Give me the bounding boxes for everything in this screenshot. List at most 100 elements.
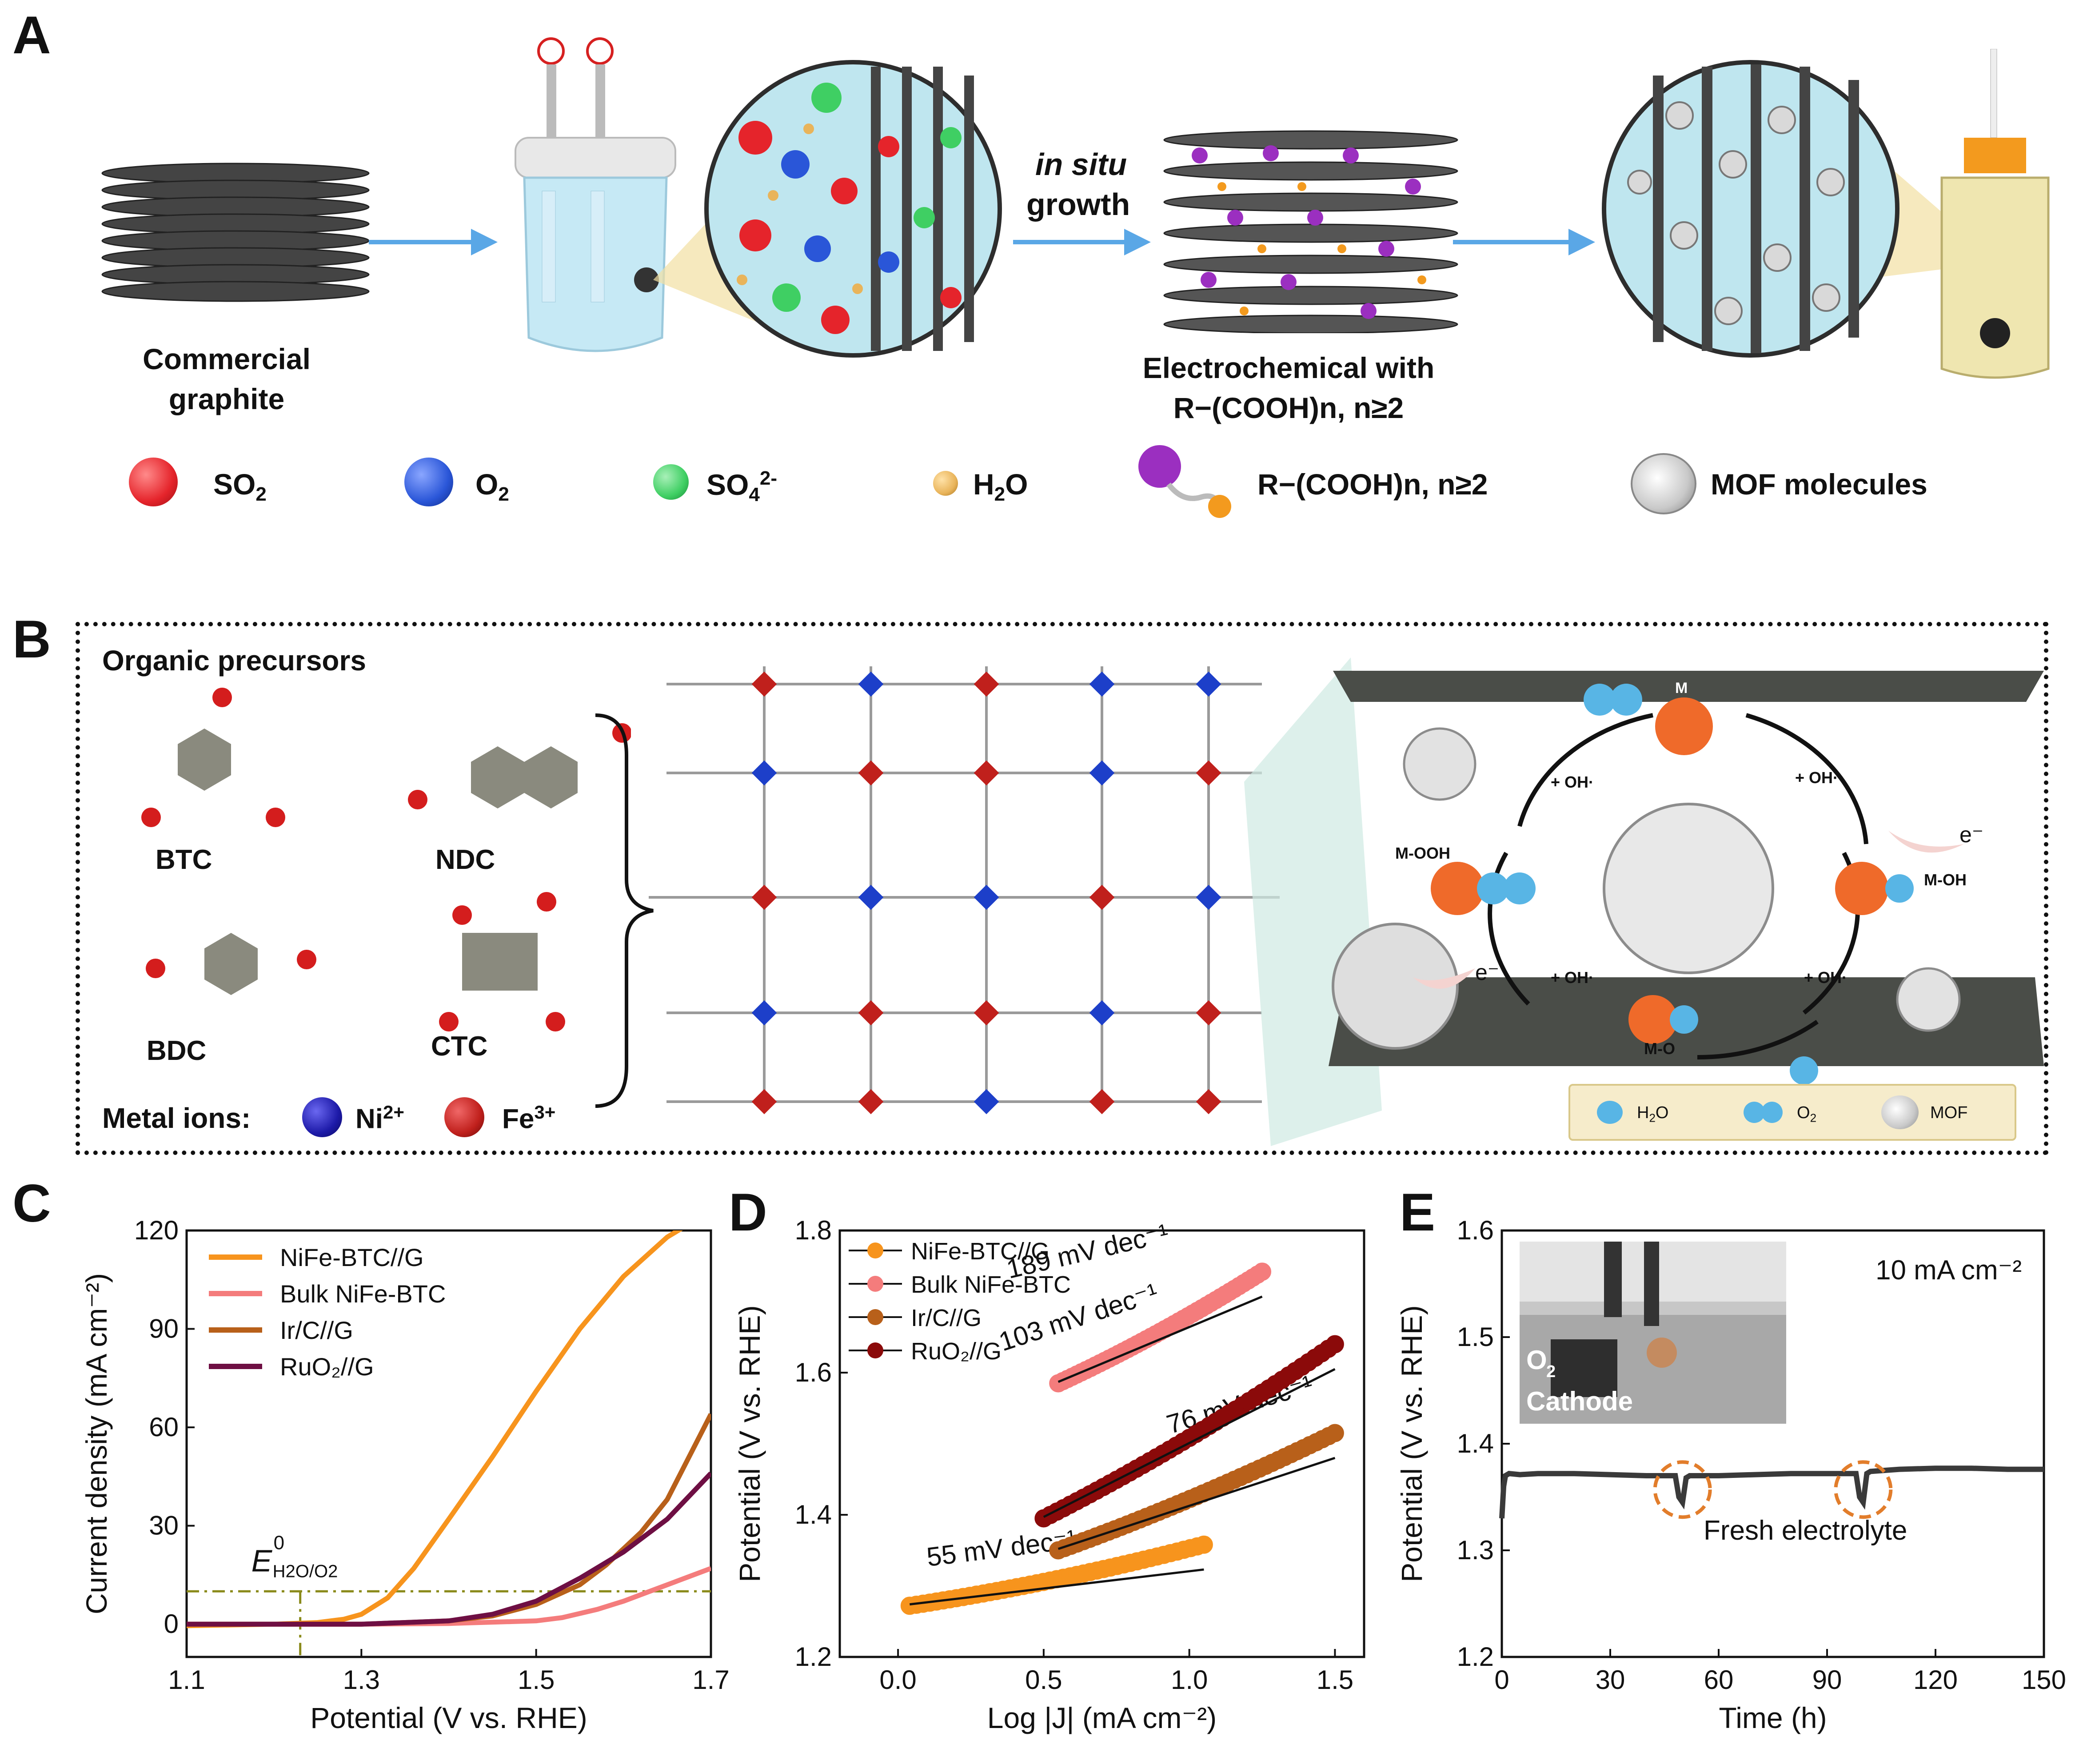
ni-charge: 2+ (383, 1102, 404, 1123)
data-point-2 (1325, 1424, 1344, 1442)
so2-sub: 2 (255, 483, 267, 506)
inset-cathode-label: Cathode (1526, 1386, 1633, 1416)
series-line-3 (187, 1471, 711, 1627)
ni-label: Ni (355, 1103, 383, 1135)
inset-o2-sub: 2 (1546, 1362, 1556, 1381)
orange-sphere-icon (933, 471, 958, 496)
plot-frame (185, 1229, 712, 1658)
fe-charge: 3+ (534, 1102, 556, 1123)
fresh-electrolyte-label: Fresh electrolyte (1704, 1515, 1907, 1546)
y-tick-label: 90 (149, 1314, 179, 1344)
stability-trace (1499, 1465, 2044, 1519)
cycle-oh-step-4: + OH· (1804, 968, 1848, 987)
x-axis-label: Time (h) (1719, 1701, 1827, 1734)
x-tick-label: 1.5 (1317, 1665, 1353, 1695)
ni-ion-icon (302, 1097, 342, 1137)
equilibrium-potential-label: E (251, 1543, 273, 1578)
legend-h2o-sub: 2 (1649, 1111, 1656, 1125)
x-tick-label: 1.5 (518, 1665, 555, 1695)
arrow-right-icon (369, 229, 498, 255)
inset-o2-label: O (1526, 1345, 1547, 1375)
panel-e-letter: E (1400, 1183, 1436, 1242)
legend-swatch-dot-0 (867, 1242, 883, 1258)
legend-label-2: Ir/C//G (280, 1316, 353, 1344)
y-tick-label: 1.5 (1457, 1322, 1494, 1352)
so4-label: SO (706, 468, 749, 501)
tafel-fit-line-3 (1043, 1368, 1336, 1518)
y-tick-label: 1.6 (1457, 1215, 1494, 1245)
legend-h2o-h: H (1637, 1103, 1649, 1122)
inset-cathode (1647, 1338, 1677, 1368)
x-tick-label: 0.0 (879, 1665, 916, 1695)
metal-ions-label: Metal ions: (102, 1102, 251, 1134)
precursor-ctc-label: CTC (431, 1031, 488, 1062)
fe-ion-icon (444, 1097, 484, 1137)
legend-o2-sub: 2 (1810, 1111, 1817, 1125)
cycle-label-m: M (1675, 680, 1688, 697)
y-tick-label: 1.6 (795, 1358, 832, 1387)
tafel-fit-line-2 (1057, 1457, 1336, 1550)
x-tick-label: 1.1 (168, 1665, 205, 1695)
current-density-label: 10 mA cm⁻² (1876, 1255, 2022, 1286)
data-point-3 (1325, 1335, 1344, 1354)
graphite-caption-line2: graphite (168, 382, 285, 415)
o2-label: O (475, 468, 499, 501)
precursor-btc-label: BTC (156, 844, 212, 875)
growth-label: growth (1026, 187, 1130, 222)
tafel-fit-line-1 (1057, 1295, 1263, 1383)
x-tick-label: 150 (2022, 1665, 2066, 1695)
intercalation-zoom-illustration (653, 60, 1002, 358)
legend-swatch-dot-2 (867, 1309, 883, 1325)
green-sphere-icon (653, 464, 689, 500)
plot-frame (838, 1229, 1365, 1658)
h2o-sub: 2 (994, 483, 1006, 506)
linker-label: R−(COOH)n, n≥2 (1257, 468, 1488, 501)
cycle-oh-step-3: + OH· (1551, 968, 1594, 987)
graphite-stack-illustration (101, 163, 370, 302)
fe-label: Fe (502, 1103, 535, 1135)
precursor-ndc-label: NDC (435, 844, 495, 875)
mof-cage-icon (1631, 453, 1696, 514)
legend-o2-o: O (1797, 1103, 1810, 1122)
cycle-oh-step-1: + OH· (1551, 773, 1594, 791)
data-point-1 (1253, 1262, 1272, 1281)
panel-a-letter: A (12, 5, 51, 65)
so4-sub: 4 (749, 484, 760, 506)
electrochemical-cell-illustration (515, 37, 676, 352)
electrochem-caption-line2: R−(COOH)n, n≥2 (1173, 391, 1404, 424)
h2o-molecule-icon (1597, 1101, 1623, 1124)
legend-label-3: RuO₂//G (911, 1338, 1002, 1365)
x-axis-label: Potential (V vs. RHE) (310, 1701, 587, 1734)
electron-label-right: e⁻ (1959, 822, 1984, 847)
so2-label: SO (213, 468, 256, 501)
legend-label-1: Bulk NiFe-BTC (911, 1271, 1071, 1298)
o2-sub: 2 (498, 483, 509, 506)
x-tick-label: 1.3 (343, 1665, 380, 1695)
mof-framework-structure-illustration (649, 666, 1280, 1115)
cycle-oh-step-2: + OH· (1795, 769, 1839, 787)
equilibrium-potential-sub: H2O/O2 (273, 1561, 338, 1581)
mof-icon (1881, 1095, 1919, 1129)
red-sphere-icon (129, 458, 178, 506)
x-tick-label: 0.5 (1025, 1665, 1062, 1695)
so4-sup: 2- (759, 467, 777, 489)
y-tick-label: 1.3 (1457, 1535, 1494, 1565)
inset-electrode (1551, 1339, 1617, 1397)
tafel-fit-line-0 (910, 1568, 1204, 1606)
y-axis-label: Potential (V vs. RHE) (733, 1305, 766, 1582)
y-tick-label: 1.2 (1457, 1642, 1494, 1672)
legend-label-1: Bulk NiFe-BTC (280, 1280, 446, 1308)
legend-swatch-dot-1 (867, 1276, 883, 1292)
y-tick-label: 0 (164, 1609, 179, 1639)
legend-h2o-o: O (1655, 1103, 1669, 1122)
y-axis-label: Current density (mA cm⁻²) (80, 1273, 113, 1614)
precursor-bdc-label: BDC (147, 1035, 207, 1066)
precursor-molecules-illustration (141, 688, 631, 1031)
y-tick-label: 30 (149, 1511, 179, 1541)
legend-mof: MOF (1930, 1103, 1968, 1122)
arrow-right-icon (1453, 229, 1595, 255)
panel-b-legend: H2O O2 MOF (1568, 1084, 2016, 1141)
